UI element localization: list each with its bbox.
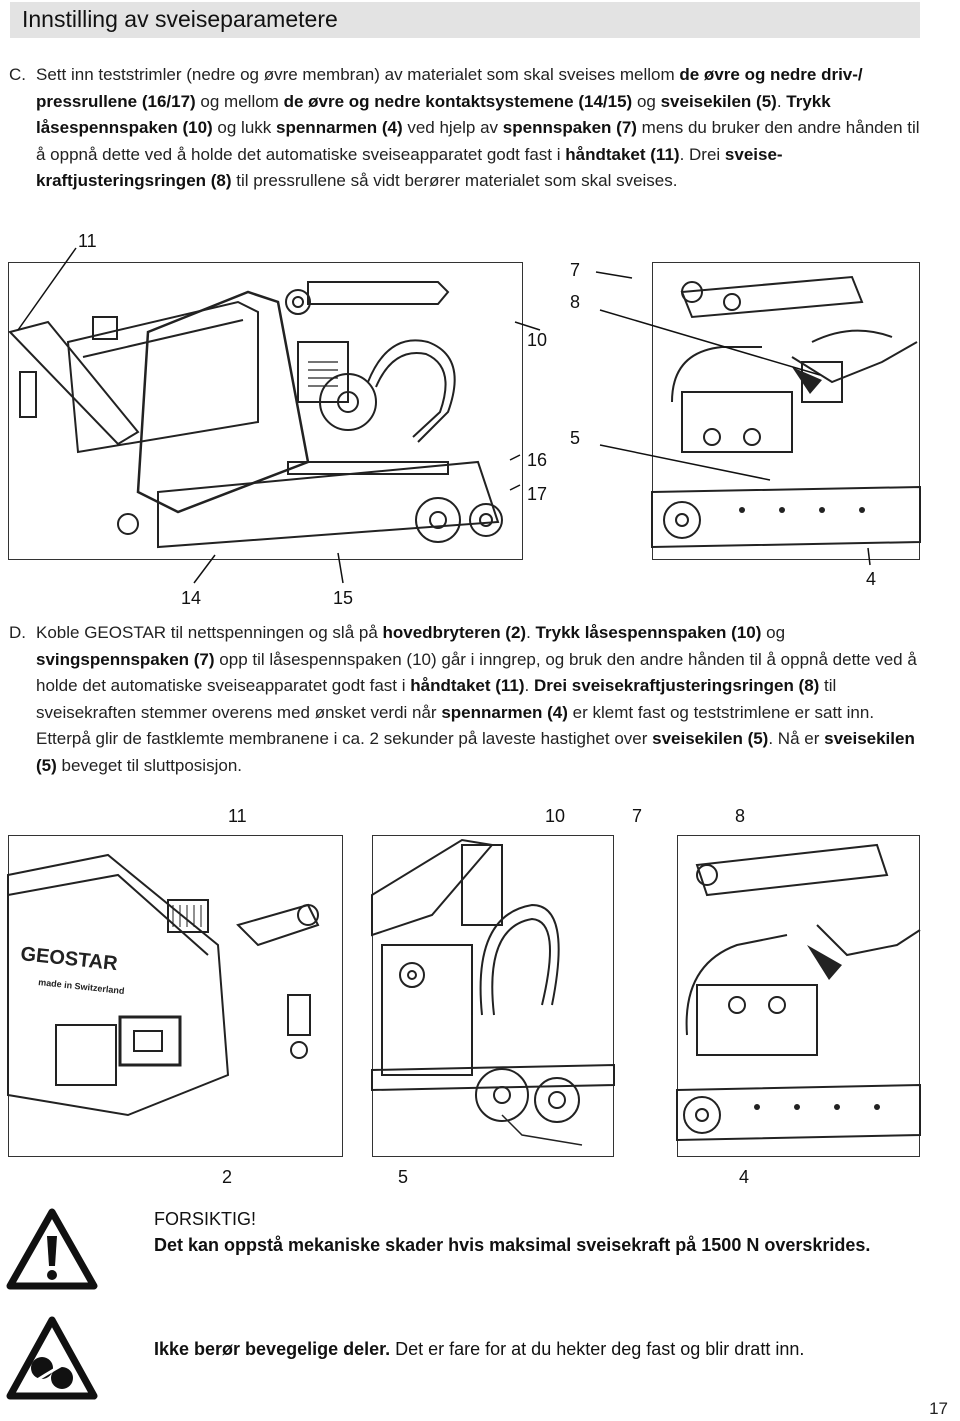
figure1-leader-lines — [17, 247, 871, 584]
moving-parts-bold: Ikke berør bevegelige deler. — [154, 1339, 391, 1359]
figure1-label-14: 14 — [181, 588, 202, 608]
warning-triangle-icon — [6, 1208, 98, 1290]
figure2-label-10: 10 — [545, 806, 566, 826]
page-number: 17 — [929, 1399, 948, 1418]
section-d-letter: D. — [9, 623, 26, 642]
figure2-label-7: 7 — [632, 806, 643, 826]
figure1-label-15: 15 — [333, 588, 354, 608]
figure1-label-8: 8 — [570, 292, 581, 312]
figure2-label-8: 8 — [735, 806, 746, 826]
caution-title: FORSIKTIG! — [154, 1209, 257, 1229]
moving-parts-warning-icon — [6, 1316, 98, 1400]
figure1-left-drawing — [8, 281, 503, 549]
figure1-label-16: 16 — [527, 450, 548, 470]
figure2-right-frame — [677, 835, 920, 1157]
figure1-label-10: 10 — [527, 330, 548, 350]
section-header-bar — [10, 2, 920, 38]
figure2-middle-drawing — [371, 838, 615, 1146]
figure2-made-in-text: made in Switzerland — [38, 977, 125, 996]
figure1-label-7: 7 — [570, 260, 581, 280]
figure2-label-2: 2 — [222, 1167, 233, 1187]
figure1-left-frame — [8, 262, 523, 560]
figure1-label-5: 5 — [570, 428, 581, 448]
section-d-paragraph: Koble GEOSTAR til nettspenningen og slå … — [36, 623, 917, 775]
figure2-label-11: 11 — [228, 806, 247, 826]
figure1-label-17: 17 — [527, 484, 548, 504]
figure2-label-4: 4 — [739, 1167, 750, 1187]
section-c-paragraph: Sett inn teststrimler (nedre og øvre mem… — [36, 65, 920, 190]
figure1-right-drawing — [651, 275, 921, 549]
section-c-letter: C. — [9, 65, 26, 84]
figure2-right-drawing — [676, 843, 921, 1142]
moving-parts-text: Ikke berør bevegelige deler. Det er fare… — [154, 1336, 804, 1362]
caution-text: Det kan oppstå mekaniske skader hvis mak… — [154, 1235, 871, 1255]
figure2-label-5: 5 — [398, 1167, 409, 1187]
figure2-geostar-logo: GEOSTAR — [19, 943, 119, 975]
page-title: Innstilling av sveiseparametere — [22, 6, 338, 32]
figure1-label-4: 4 — [866, 569, 877, 589]
figure1-label-11: 11 — [78, 231, 97, 251]
moving-parts-rest: Det er fare for at du hekter deg fast og… — [390, 1339, 805, 1359]
figure2-left-drawing: GEOSTAR made in Switzerland — [7, 853, 320, 1117]
